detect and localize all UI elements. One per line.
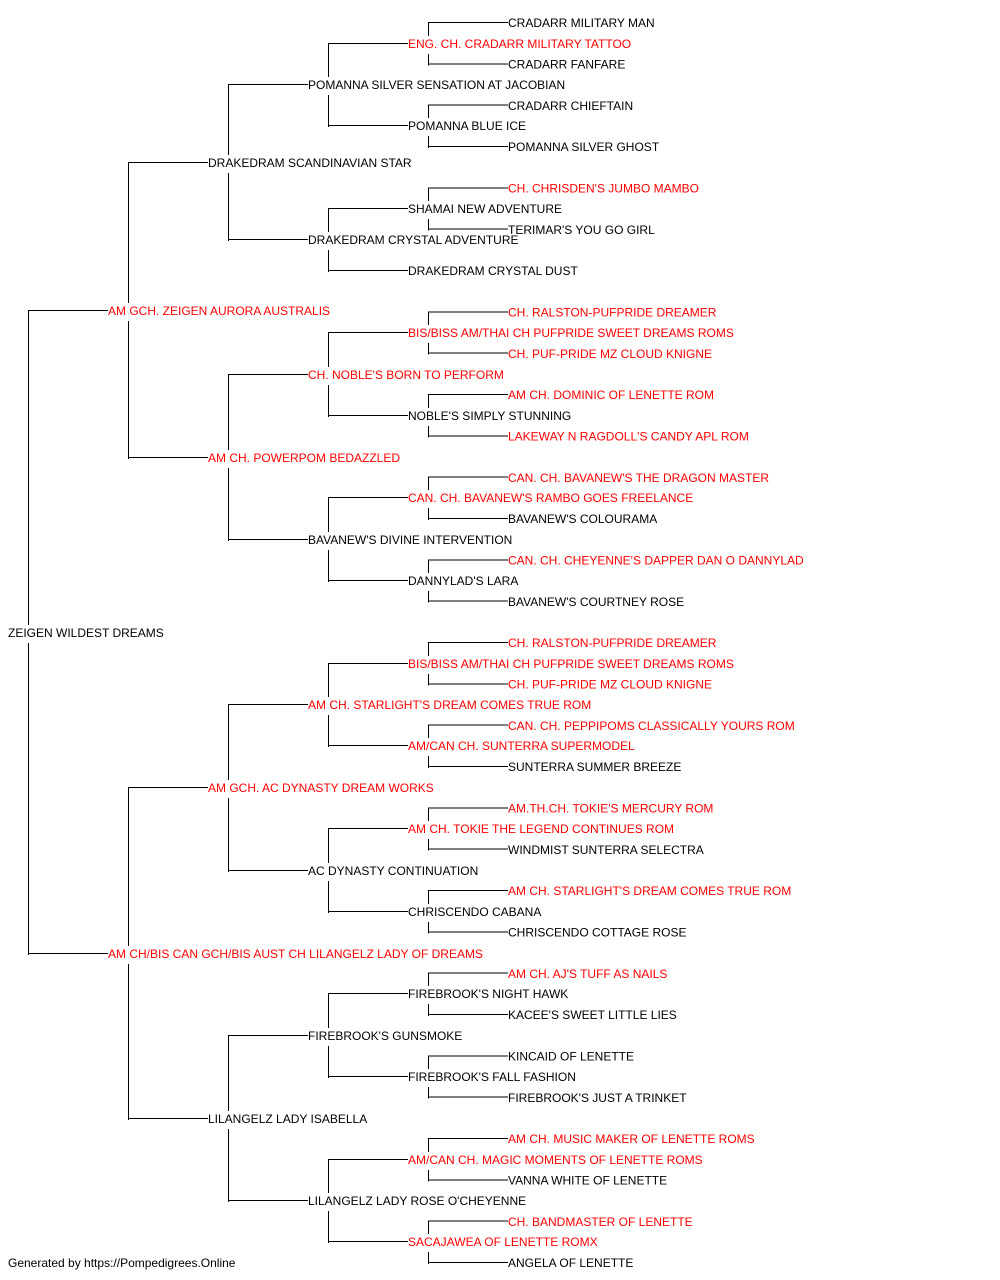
pedigree-name: CH. PUF-PRIDE MZ CLOUD KNIGNE (508, 347, 712, 361)
pedigree-name: CHRISCENDO CABANA (408, 905, 541, 919)
pedigree-name: SHAMAI NEW ADVENTURE (408, 202, 562, 216)
pedigree-name: BAVANEW'S COLOURAMA (508, 512, 657, 526)
pedigree-name: FIREBROOK'S NIGHT HAWK (408, 987, 568, 1001)
pedigree-name: CRADARR MILITARY MAN (508, 16, 655, 30)
pedigree-name: BAVANEW'S COURTNEY ROSE (508, 595, 684, 609)
pedigree-name: KINCAID OF LENETTE (508, 1050, 634, 1064)
pedigree-name: AM CH. MUSIC MAKER OF LENETTE ROMS (508, 1132, 755, 1146)
pedigree-name: AM CH. STARLIGHT'S DREAM COMES TRUE ROM (508, 884, 791, 898)
pedigree-name: CH. RALSTON-PUFPRIDE DREAMER (508, 636, 717, 650)
pedigree-name: POMANNA SILVER SENSATION AT JACOBIAN (308, 78, 565, 92)
pedigree-name: CAN. CH. PEPPIPOMS CLASSICALLY YOURS ROM (508, 719, 795, 733)
pedigree-name: LILANGELZ LADY ROSE O'CHEYENNE (308, 1194, 526, 1208)
pedigree-name: DRAKEDRAM CRYSTAL DUST (408, 264, 578, 278)
pedigree-name: SUNTERRA SUMMER BREEZE (508, 760, 681, 774)
footer-credit: Generated by https://Pompedigrees.Online (8, 1256, 236, 1270)
pedigree-name: KACEE'S SWEET LITTLE LIES (508, 1008, 677, 1022)
pedigree-name: DRAKEDRAM SCANDINAVIAN STAR (208, 156, 412, 170)
pedigree-name: AM/CAN CH. SUNTERRA SUPERMODEL (408, 739, 635, 753)
pedigree-name: ZEIGEN WILDEST DREAMS (8, 626, 164, 640)
pedigree-name: NOBLE'S SIMPLY STUNNING (408, 409, 571, 423)
pedigree-name: POMANNA BLUE ICE (408, 119, 526, 133)
pedigree-name: AM CH. POWERPOM BEDAZZLED (208, 451, 400, 465)
pedigree-name: CH. RALSTON-PUFPRIDE DREAMER (508, 306, 717, 320)
pedigree-name: SACAJAWEA OF LENETTE ROMX (408, 1235, 598, 1249)
pedigree-name: BAVANEW'S DIVINE INTERVENTION (308, 533, 512, 547)
pedigree-name: CH. PUF-PRIDE MZ CLOUD KNIGNE (508, 678, 712, 692)
pedigree-name: FIREBROOK'S JUST A TRINKET (508, 1091, 687, 1105)
pedigree-name: CAN. CH. BAVANEW'S THE DRAGON MASTER (508, 471, 769, 485)
pedigree-name: CAN. CH. CHEYENNE'S DAPPER DAN O DANNYLA… (508, 554, 804, 568)
pedigree-name: WINDMIST SUNTERRA SELECTRA (508, 843, 704, 857)
pedigree-name: FIREBROOK'S GUNSMOKE (308, 1029, 462, 1043)
pedigree-name: AM CH/BIS CAN GCH/BIS AUST CH LILANGELZ … (108, 947, 483, 961)
pedigree-name: CH. CHRISDEN'S JUMBO MAMBO (508, 182, 699, 196)
pedigree-name: VANNA WHITE OF LENETTE (508, 1174, 667, 1188)
pedigree-name: AM CH. DOMINIC OF LENETTE ROM (508, 388, 714, 402)
pedigree-name: CRADARR FANFARE (508, 58, 625, 72)
pedigree-name: POMANNA SILVER GHOST (508, 140, 660, 154)
pedigree-name: AC DYNASTY CONTINUATION (308, 864, 478, 878)
pedigree-name: CAN. CH. BAVANEW'S RAMBO GOES FREELANCE (408, 491, 693, 505)
pedigree-name: AM GCH. AC DYNASTY DREAM WORKS (208, 781, 434, 795)
pedigree-name: FIREBROOK'S FALL FASHION (408, 1070, 576, 1084)
pedigree-name: AM CH. TOKIE THE LEGEND CONTINUES ROM (408, 822, 674, 836)
pedigree-name: BIS/BISS AM/THAI CH PUFPRIDE SWEET DREAM… (408, 657, 734, 671)
pedigree-name: DRAKEDRAM CRYSTAL ADVENTURE (308, 233, 519, 247)
pedigree-name: ENG. CH. CRADARR MILITARY TATTOO (408, 37, 631, 51)
pedigree-name: CRADARR CHIEFTAIN (508, 99, 633, 113)
pedigree-name: CH. BANDMASTER OF LENETTE (508, 1215, 693, 1229)
pedigree-name: ANGELA OF LENETTE (508, 1256, 633, 1270)
pedigree-name: LAKEWAY N RAGDOLL'S CANDY APL ROM (508, 430, 749, 444)
pedigree-name: AM GCH. ZEIGEN AURORA AUSTRALIS (108, 304, 330, 318)
pedigree-name: DANNYLAD'S LARA (408, 574, 518, 588)
pedigree-name: AM.TH.CH. TOKIE'S MERCURY ROM (508, 802, 713, 816)
pedigree-name: CHRISCENDO COTTAGE ROSE (508, 926, 686, 940)
pedigree-name: AM CH. STARLIGHT'S DREAM COMES TRUE ROM (308, 698, 591, 712)
pedigree-name: BIS/BISS AM/THAI CH PUFPRIDE SWEET DREAM… (408, 326, 734, 340)
pedigree-name: AM/CAN CH. MAGIC MOMENTS OF LENETTE ROMS (408, 1153, 703, 1167)
pedigree-name: AM CH. AJ'S TUFF AS NAILS (508, 967, 667, 981)
pedigree-name: TERIMAR'S YOU GO GIRL (508, 223, 655, 237)
pedigree-name: CH. NOBLE'S BORN TO PERFORM (308, 368, 504, 382)
pedigree-name: LILANGELZ LADY ISABELLA (208, 1112, 367, 1126)
